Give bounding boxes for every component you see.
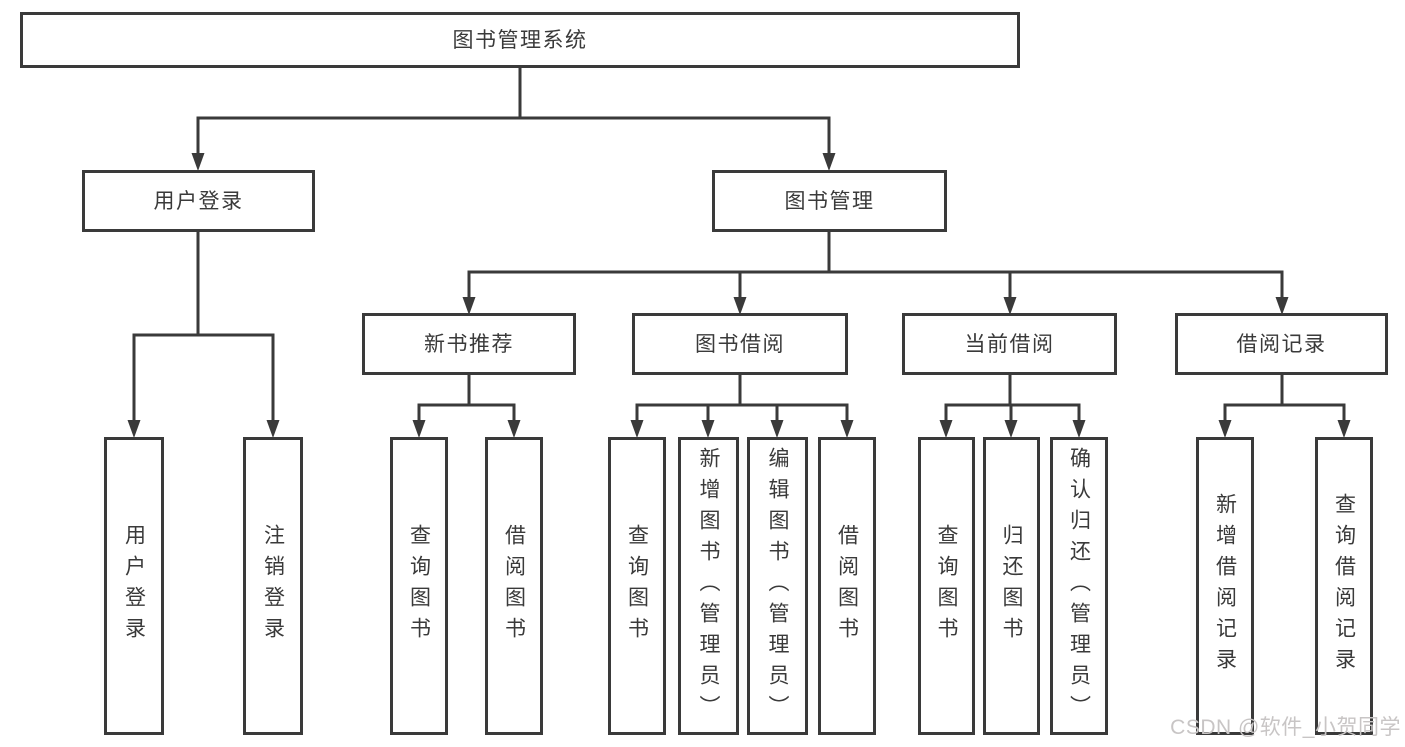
watermark: CSDN @软件_小贺同学 xyxy=(1170,716,1401,739)
node-leaf-query-books-current-label: 查询图书 xyxy=(935,524,958,648)
node-leaf-add-books-admin: 新增图书（管理员） xyxy=(678,437,739,735)
node-leaf-borrow-books-recommend: 借阅图书 xyxy=(485,437,543,735)
node-leaf-query-books-recommend: 查询图书 xyxy=(390,437,448,735)
node-leaf-user-login-label: 用户登录 xyxy=(122,524,146,648)
node-book-management-label: 图书管理 xyxy=(784,189,875,213)
node-leaf-query-books-current: 查询图书 xyxy=(918,437,975,735)
node-root-label: 图书管理系统 xyxy=(452,28,588,52)
node-book-borrowing-label: 图书借阅 xyxy=(695,332,785,356)
node-user-login-label: 用户登录 xyxy=(153,189,244,213)
node-leaf-confirm-return-admin-label: 确认归还（管理员） xyxy=(1067,446,1091,726)
node-book-borrowing: 图书借阅 xyxy=(632,313,848,375)
node-leaf-query-borrowing-record-label: 查询借阅记录 xyxy=(1332,493,1356,679)
arrowheads xyxy=(127,153,1351,438)
node-leaf-add-books-admin-label: 新增图书（管理员） xyxy=(697,446,720,726)
node-leaf-borrow-books-borrowing: 借阅图书 xyxy=(818,437,876,735)
node-user-login: 用户登录 xyxy=(82,170,315,232)
node-leaf-query-books-borrowing: 查询图书 xyxy=(608,437,666,735)
node-leaf-borrow-books-borrowing-label: 借阅图书 xyxy=(835,524,859,648)
node-leaf-return-books-label: 归还图书 xyxy=(1000,524,1023,648)
node-leaf-add-borrowing-record: 新增借阅记录 xyxy=(1196,437,1254,735)
node-leaf-query-books-recommend-label: 查询图书 xyxy=(407,524,431,648)
node-leaf-add-borrowing-record-label: 新增借阅记录 xyxy=(1213,493,1237,679)
node-leaf-user-login: 用户登录 xyxy=(104,437,164,735)
node-current-borrowing: 当前借阅 xyxy=(902,313,1117,375)
node-root: 图书管理系统 xyxy=(20,12,1020,68)
node-leaf-edit-books-admin-label: 编辑图书（管理员） xyxy=(766,446,789,726)
node-current-borrowing-label: 当前借阅 xyxy=(964,332,1055,356)
node-leaf-edit-books-admin: 编辑图书（管理员） xyxy=(747,437,808,735)
node-borrowing-records: 借阅记录 xyxy=(1175,313,1388,375)
node-borrowing-records-label: 借阅记录 xyxy=(1236,332,1327,356)
node-leaf-borrow-books-recommend-label: 借阅图书 xyxy=(502,524,526,648)
node-leaf-logout-label: 注销登录 xyxy=(261,524,285,648)
node-new-book-recommend: 新书推荐 xyxy=(362,313,576,375)
node-leaf-query-books-borrowing-label: 查询图书 xyxy=(625,524,649,648)
node-leaf-logout: 注销登录 xyxy=(243,437,303,735)
node-book-management: 图书管理 xyxy=(712,170,947,232)
node-leaf-return-books: 归还图书 xyxy=(983,437,1040,735)
node-leaf-query-borrowing-record: 查询借阅记录 xyxy=(1315,437,1373,735)
node-new-book-recommend-label: 新书推荐 xyxy=(424,332,514,356)
node-leaf-confirm-return-admin: 确认归还（管理员） xyxy=(1050,437,1108,735)
